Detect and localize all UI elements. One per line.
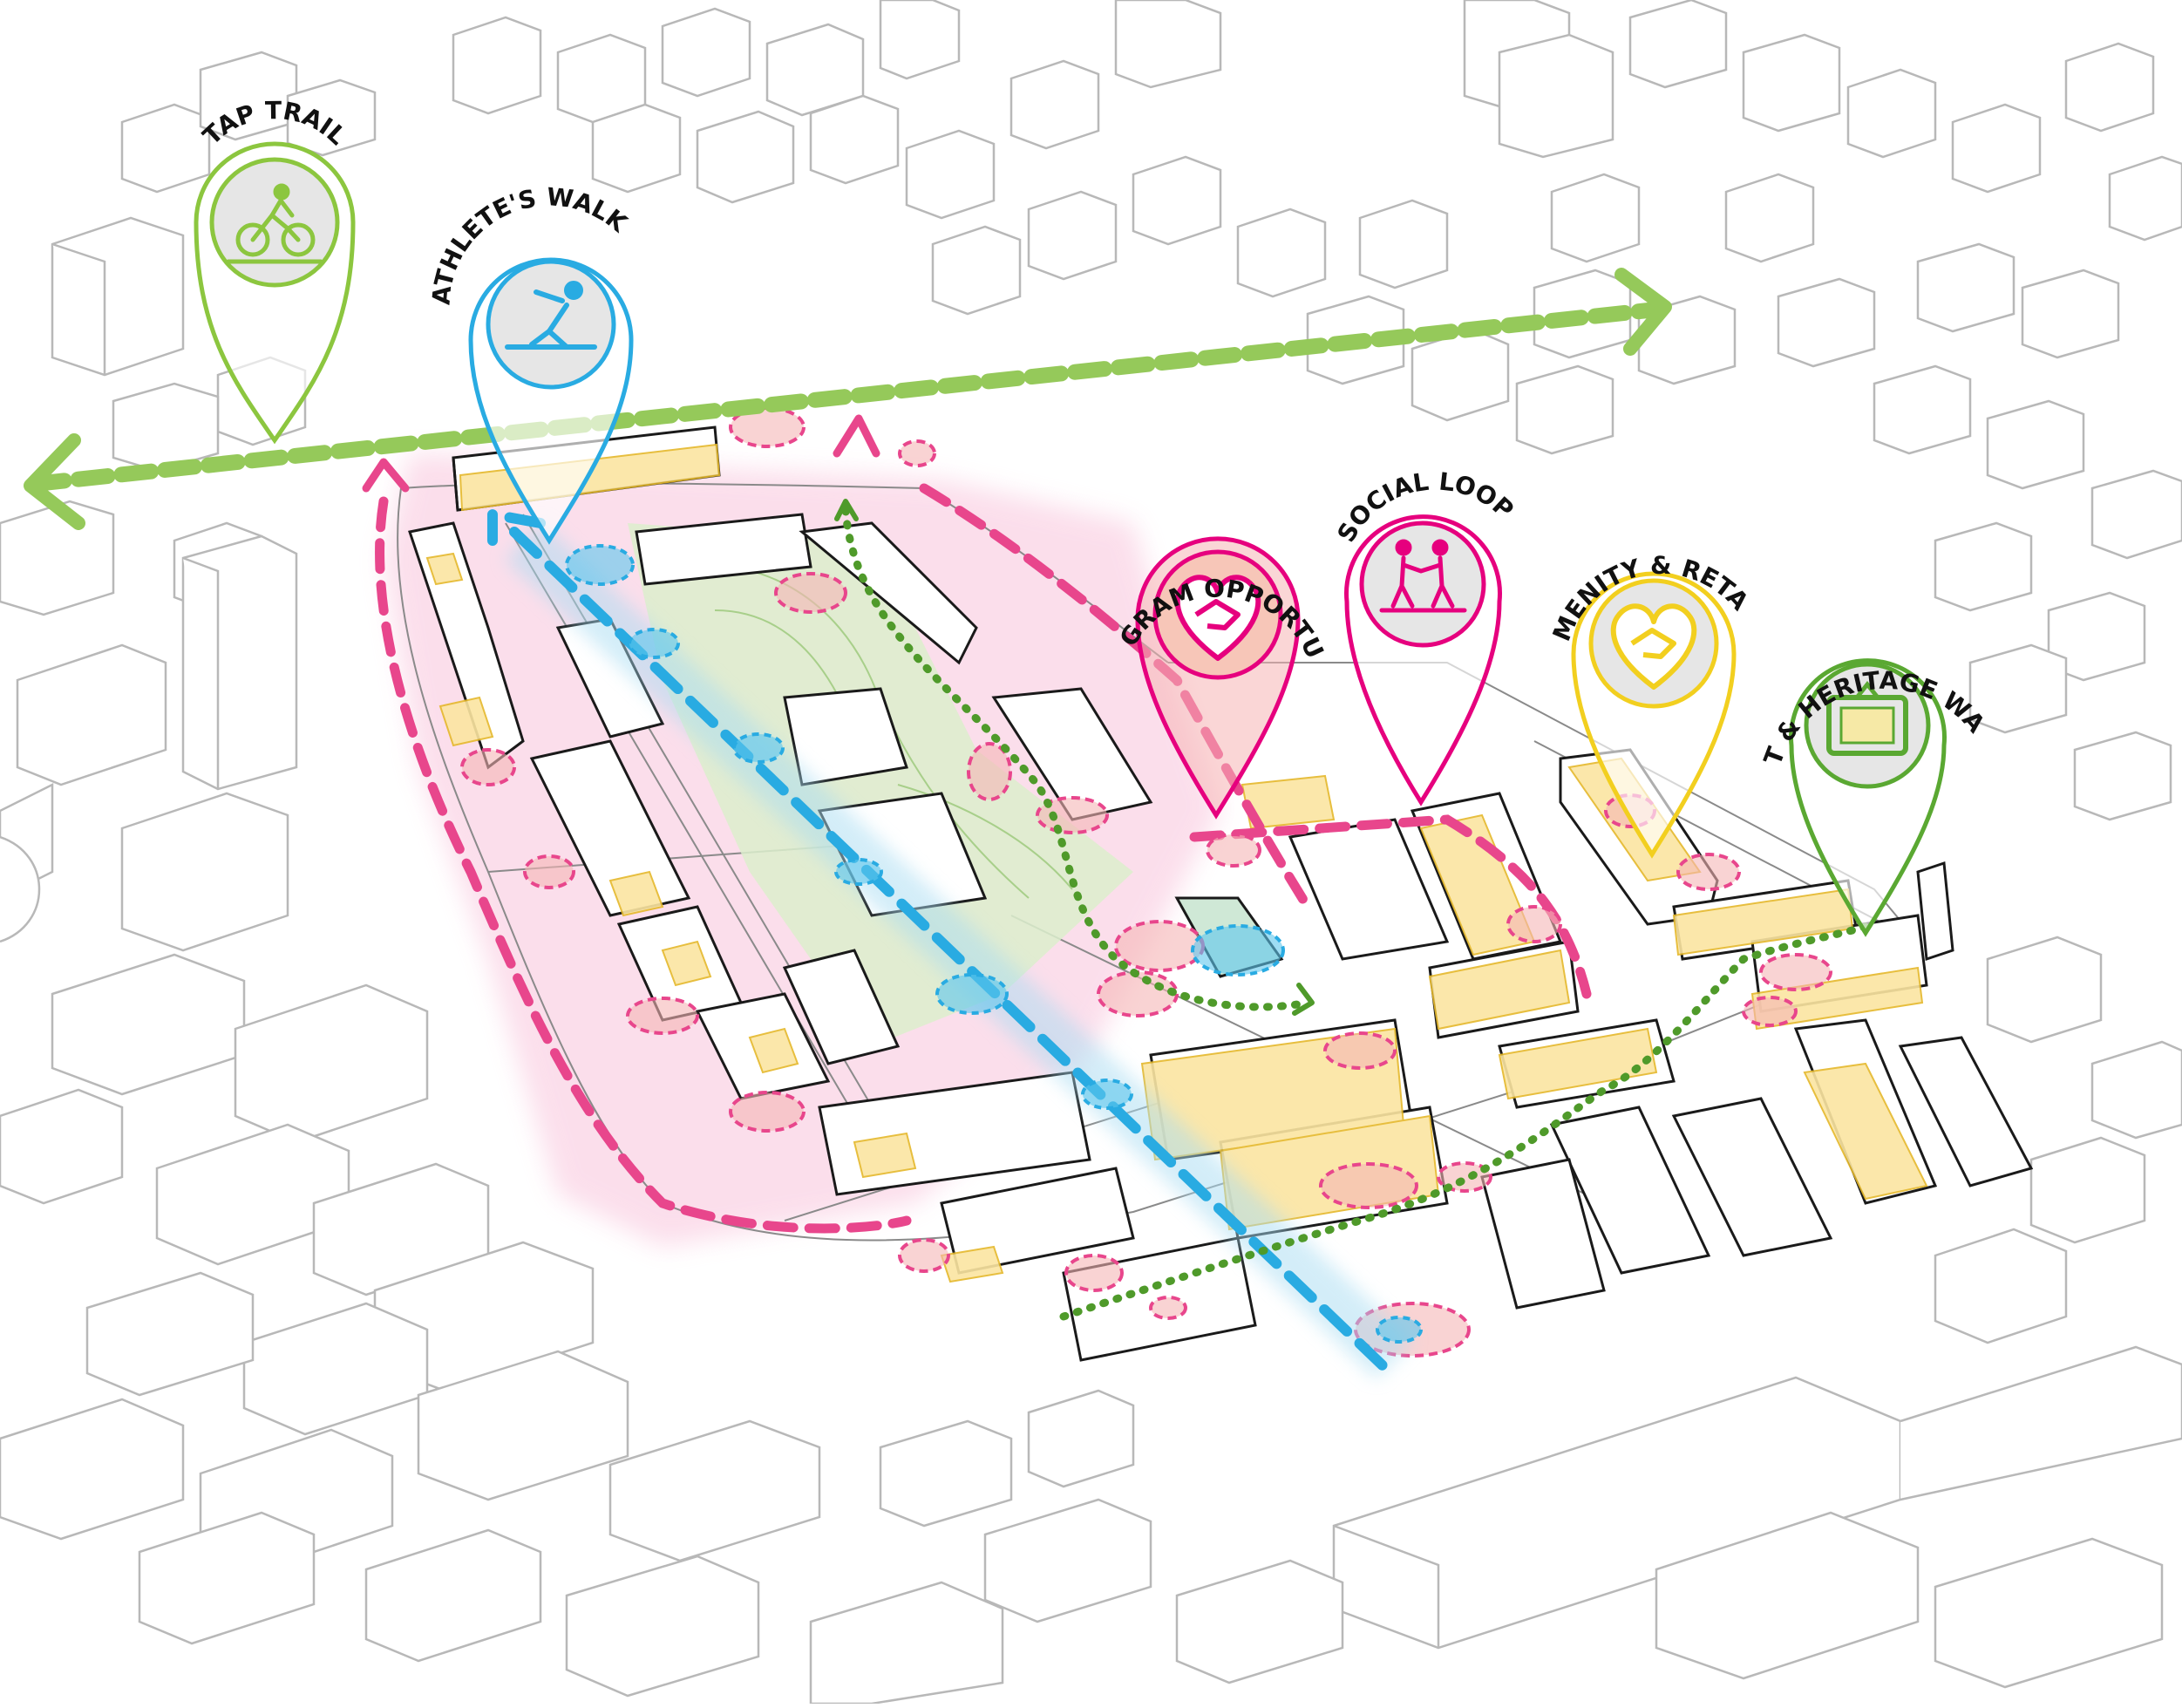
pin-social-loop: SOCIAL LOOP — [1331, 466, 1519, 802]
